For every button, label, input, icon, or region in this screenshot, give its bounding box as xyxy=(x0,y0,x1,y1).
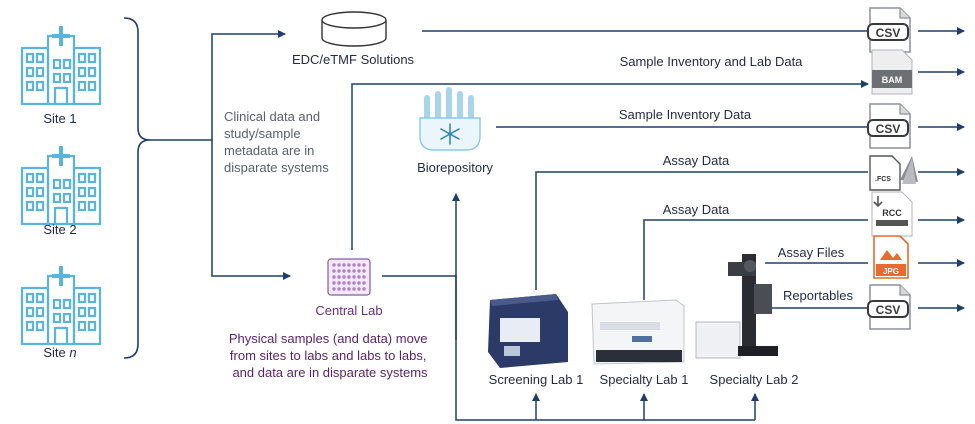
assay-flow-1 xyxy=(535,171,868,290)
hospital-icon xyxy=(20,264,102,346)
assay-files-label: Assay Files xyxy=(778,245,845,260)
database-icon xyxy=(321,11,387,47)
biorepository-icon xyxy=(419,87,481,151)
site-1: Site 1 xyxy=(20,24,102,126)
specialty-lab-2-instrument xyxy=(695,254,778,359)
sites-brace xyxy=(123,17,151,359)
physical-samples-note: Physical samples (and data) move from si… xyxy=(229,331,431,380)
screening-lab-label: Screening Lab 1 xyxy=(489,372,584,387)
site-n: Site n xyxy=(20,264,102,360)
lab-bus xyxy=(382,275,755,421)
site-label: Site 1 xyxy=(43,111,76,126)
svg-text:RCC: RCC xyxy=(882,208,902,218)
svg-text:CSV: CSV xyxy=(876,122,901,136)
inventory-lab-label: Sample Inventory and Lab Data xyxy=(620,54,804,69)
bam-file-icon: BAM xyxy=(871,49,913,95)
screening-lab-instrument xyxy=(488,294,568,368)
arrow-to-edc xyxy=(150,30,286,141)
edc-label: EDC/eTMF Solutions xyxy=(292,52,415,67)
site-label: Site n xyxy=(43,345,76,360)
inventory-lab-flow xyxy=(351,80,869,250)
assay-label-2: Assay Data xyxy=(663,202,730,217)
svg-text:.FCS: .FCS xyxy=(875,176,891,183)
csv-file-icon: CSV xyxy=(867,7,911,53)
clinical-data-note: Clinical data and study/sample metadata … xyxy=(224,109,329,175)
central-lab-label: Central Lab xyxy=(315,303,382,318)
svg-text:BAM: BAM xyxy=(882,75,903,85)
rcc-file-icon: RCC xyxy=(871,191,913,237)
csv-file-icon: CSV xyxy=(867,284,911,330)
svg-text:CSV: CSV xyxy=(876,26,901,40)
specialty-lab-1-label: Specialty Lab 1 xyxy=(600,372,689,387)
plate-icon xyxy=(327,258,371,296)
site-label: Site 2 xyxy=(43,222,76,237)
reportables-label: Reportables xyxy=(783,288,854,303)
hospital-icon xyxy=(20,24,102,106)
specialty-lab-2-label: Specialty Lab 2 xyxy=(710,372,799,387)
hospital-icon xyxy=(20,144,102,226)
csv-file-icon: CSV xyxy=(867,103,911,149)
inventory-label: Sample Inventory Data xyxy=(619,107,752,122)
svg-text:JPG: JPG xyxy=(883,267,899,276)
assay-label-1: Assay Data xyxy=(663,153,730,168)
svg-text:CSV: CSV xyxy=(876,303,901,317)
arrow-to-central-lab xyxy=(211,140,291,280)
site-2: Site 2 xyxy=(20,144,102,237)
assay-flow-2 xyxy=(643,219,868,300)
jpg-file-icon: JPG xyxy=(873,235,909,279)
biorepository-label: Biorepository xyxy=(417,160,493,175)
fcs-file-icon: .FCS xyxy=(869,155,918,191)
specialty-lab-1-instrument xyxy=(591,299,685,365)
